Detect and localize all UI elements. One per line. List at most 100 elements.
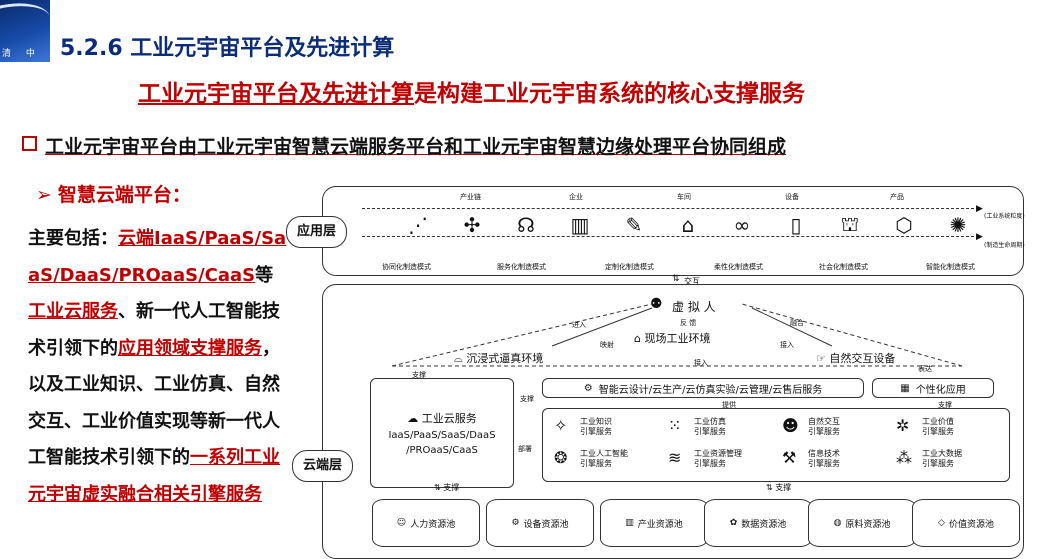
gear-icon: ⚙ <box>583 382 593 394</box>
magic-wand-icon: ✧ <box>554 416 568 435</box>
smart-services-box: ⚙智能云设计/云生产/云仿真实验/云管理/云售后服务 <box>542 378 864 398</box>
provide-label: 提供 <box>722 401 736 409</box>
mode-intelligent: 智能化制造模式 <box>926 263 975 271</box>
subtitle: 工业元宇宙平台由工业元宇宙智慧云端服务平台和工业元宇宙智慧边缘处理平台协同组成 <box>22 132 786 159</box>
engine-simulation: 工业仿真引擎服务 <box>694 417 726 437</box>
engine-resource-l1: 工业资源管理 <box>694 449 742 458</box>
personal-app-label: 个性化应用 <box>915 384 966 396</box>
vr-user-icon: ☻ <box>782 416 799 435</box>
checkbox-bullet-icon <box>22 136 37 151</box>
label-enterprise: 企业 <box>569 193 583 201</box>
virtual-human: 虚 拟 人 <box>672 300 716 314</box>
factory-gear-icon: ⌂ <box>681 213 695 237</box>
engine-it-l1: 信息技术 <box>808 449 840 458</box>
bullet-text: 智慧云端平台： <box>57 184 191 206</box>
deploy-label: 部署 <box>518 445 532 453</box>
engine-bigdata: 工业大数据引擎服务 <box>922 449 962 469</box>
headset-icon: ☊ <box>517 213 535 237</box>
pool-value-label: 价值资源池 <box>948 519 994 530</box>
aas-line-2: /PROaaS/CaaS <box>406 445 478 456</box>
text-ai-lead: 、新一代人工智能技术引领下的 <box>28 301 280 359</box>
person-icon: ☺ <box>396 518 407 528</box>
pool-value: ◇价值资源池 <box>912 499 1020 547</box>
engine-resource: 工业资源管理引擎服务 <box>694 449 742 469</box>
axis-arrow-bottom: ▶ <box>976 232 983 242</box>
express-label: 表达 <box>918 365 932 373</box>
immersive-env: ⌓ 沉浸式逼真环境 <box>454 350 543 366</box>
engine-value-l2: 引擎服务 <box>922 427 954 436</box>
layers-icon: ≋ <box>668 448 682 467</box>
real-env-label: 现场工业环境 <box>644 332 711 345</box>
enter-label: 进入 <box>572 321 586 329</box>
pool-equipment: ⚙设备资源池 <box>486 499 594 547</box>
interact-label: 交互 <box>684 277 700 286</box>
natural-device-label: 自然交互设备 <box>829 352 896 365</box>
access-label-center: 接入 <box>694 359 708 367</box>
grid-icon: ▦ <box>900 382 910 394</box>
application-layer-label: 应用层 <box>286 216 348 248</box>
support-arrow-left: ⇅ 支撑 <box>434 483 460 492</box>
engine-services-text: 一系列工业元宇宙虚实融合相关引擎服务 <box>28 447 280 505</box>
support-arrow-right: ⇅ 支撑 <box>766 483 792 492</box>
box-icon: ⬡ <box>895 213 913 237</box>
engine-bigdata-l2: 引擎服务 <box>922 459 954 468</box>
material-icon: ◍ <box>833 518 842 528</box>
tools-icon: ⚒ <box>782 448 797 467</box>
interact-arrow: ⇅ <box>672 274 680 284</box>
headline-rest: 是构建工业元宇宙系统的核心支撑服务 <box>414 81 805 107</box>
headline: 工业元宇宙平台及先进计算是构建工业元宇宙系统的核心支撑服务 <box>138 74 805 108</box>
engine-interaction-l2: 引擎服务 <box>808 427 840 436</box>
engine-knowledge: 工业知识引擎服务 <box>580 417 612 437</box>
application-support-text: 应用领域支撑服务 <box>118 337 262 359</box>
ai-brain-icon: ❂ <box>554 448 568 467</box>
corner-text: 清 中 <box>2 49 41 59</box>
application-layer-box <box>322 186 1024 276</box>
mode-social: 社会化制造模式 <box>819 263 868 271</box>
equipment-icon: ⚙ <box>511 518 520 528</box>
fuse-label: 融合 <box>790 319 804 327</box>
personal-app-box: ▦ 个性化应用 <box>872 378 994 398</box>
cloud-layer-label: 云端层 <box>292 450 354 482</box>
engine-interaction-l1: 自然交互 <box>808 417 840 426</box>
mode-custom: 定制化制造模式 <box>605 263 654 271</box>
pool-industry-label: 产业资源池 <box>637 519 683 530</box>
axis-arrow-top: ▶ <box>976 204 983 214</box>
arrow-bullet-icon: ➢ <box>36 184 52 206</box>
section-title: 5.2.6 工业元宇宙平台及先进计算 <box>60 36 395 61</box>
label-product: 产品 <box>890 193 904 201</box>
engine-value-l1: 工业价值 <box>922 417 954 426</box>
industry-icon: ▥ <box>625 518 634 528</box>
engine-ai-l1: 工业人工智能 <box>580 449 628 458</box>
mode-service: 服务化制造模式 <box>497 263 546 271</box>
pool-data: ✿数据资源池 <box>704 499 812 547</box>
cloud-service-title: ☁ 工业云服务 <box>407 410 477 426</box>
engine-value: 工业价值引擎服务 <box>922 417 954 437</box>
label-equipment: 设备 <box>785 193 799 201</box>
axis-label-lifecycle: (制造生命周期) <box>984 242 1025 249</box>
mode-collaborative: 协同化制造模式 <box>382 263 431 271</box>
feedback-label: 反 馈 <box>680 319 697 327</box>
network-icon: ✣ <box>463 213 481 237</box>
text-deng: 等 <box>255 264 274 286</box>
user-group-icon: ⚉ <box>650 296 663 312</box>
subtitle-text: 工业元宇宙平台由工业元宇宙智慧云端服务平台和工业元宇宙智慧边缘处理平台协同组成 <box>45 136 787 158</box>
industrial-cloud-text: 工业云服务 <box>28 301 118 322</box>
gesture-icon: ☞ <box>816 352 830 365</box>
headline-highlight: 工业元宇宙平台及先进计算 <box>138 81 414 107</box>
aas-line-1: IaaS/PaaS/SaaS/DaaS <box>388 430 496 441</box>
bigdata-icon: ⁂ <box>896 448 912 467</box>
real-env: ⌂ 现场工业环境 <box>634 330 710 346</box>
pencil-ruler-icon: ✎ <box>625 213 643 237</box>
left-text-column: ➢智慧云端平台： 主要包括：云端IaaS/PaaS/SaaS/DaaS/PROa… <box>28 180 290 513</box>
charger-icon: ▯ <box>790 213 802 237</box>
cloud-service-box: ☁ 工业云服务 IaaS/PaaS/SaaS/DaaS /PROaaS/CaaS <box>370 378 514 488</box>
data-icon: ✿ <box>729 518 738 528</box>
engine-it-l2: 引擎服务 <box>808 459 840 468</box>
map-label: 映射 <box>600 341 614 349</box>
engine-knowledge-l2: 引擎服务 <box>580 427 612 436</box>
engine-services-box <box>542 408 1010 482</box>
engine-simulation-l2: 引擎服务 <box>694 427 726 436</box>
engine-ai: 工业人工智能引擎服务 <box>580 449 628 469</box>
scatter-icon: ⁙ <box>668 416 682 435</box>
pool-data-label: 数据资源池 <box>741 519 787 530</box>
